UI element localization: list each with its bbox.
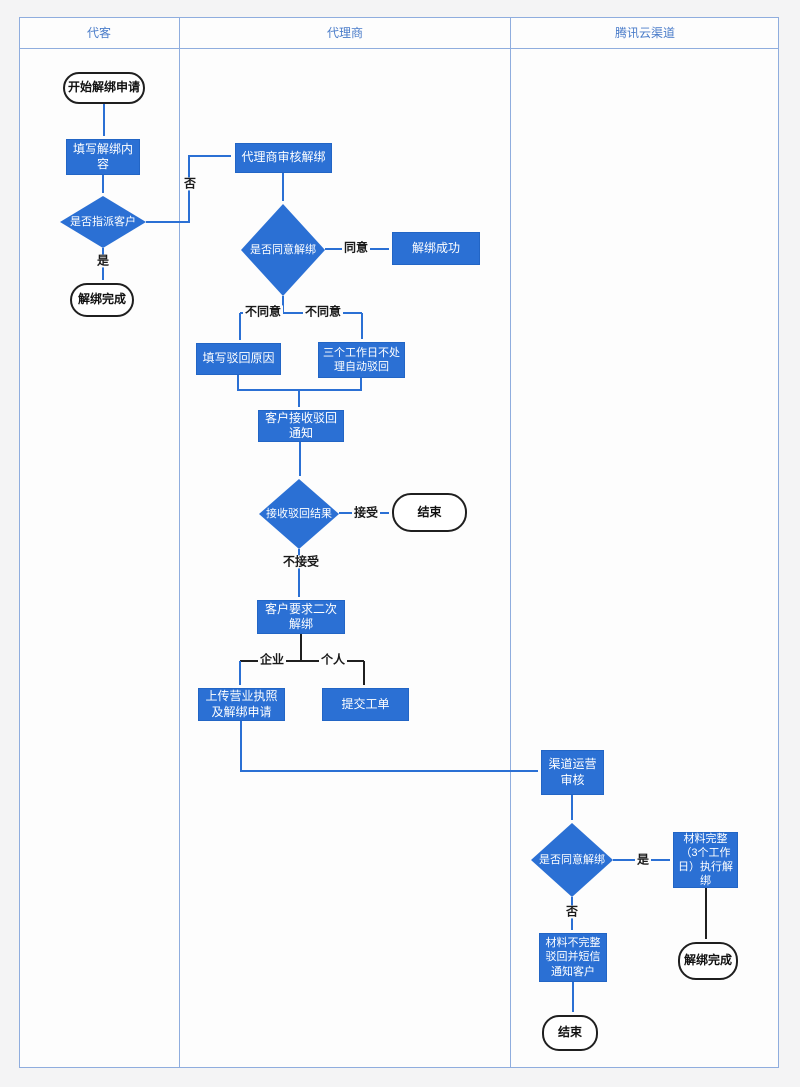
edge-label-personal: 个人 (318, 652, 348, 667)
edge-label-disagree-right: 不同意 (302, 304, 344, 319)
lane-header-row: 代客 代理商 腾讯云渠道 (19, 17, 779, 49)
edge-label-no-1: 否 (181, 176, 199, 191)
lane-divider-2 (510, 49, 511, 1068)
edge-label-yes-2: 是 (634, 852, 652, 867)
process-upload-license: 上传营业执照及解绑申请 (198, 688, 285, 721)
edge-label-disagree-left: 不同意 (242, 304, 284, 319)
process-unbind-success: 解绑成功 (392, 232, 480, 265)
terminal-end-2: 结束 (542, 1015, 598, 1051)
process-channel-review: 渠道运营审核 (541, 750, 604, 795)
process-submit-ticket: 提交工单 (322, 688, 409, 721)
process-second-unbind: 客户要求二次解绑 (257, 600, 345, 634)
lane-title-agent: 代理商 (179, 17, 510, 48)
process-auto-reject: 三个工作日不处理自动驳回 (318, 342, 405, 378)
edge-label-no-2: 否 (563, 904, 581, 919)
process-material-incomplete: 材料不完整驳回并短信通知客户 (539, 933, 607, 982)
terminal-unbind-done-2: 解绑完成 (678, 942, 738, 980)
process-agent-review: 代理商审核解绑 (235, 143, 332, 173)
lane-divider-1 (179, 49, 180, 1068)
edge-label-not-accept: 不接受 (280, 554, 322, 569)
process-receive-notice: 客户接收驳回通知 (258, 410, 344, 442)
process-fill-reject-reason: 填写驳回原因 (196, 343, 281, 375)
lane-title-tencent-channel: 腾讯云渠道 (510, 17, 779, 48)
edge-label-agree: 同意 (341, 240, 371, 255)
swimlane-frame (19, 17, 779, 1068)
edge-label-yes-1: 是 (94, 253, 112, 268)
process-fill-unbind: 填写解绑内容 (66, 139, 140, 175)
terminal-end-1: 结束 (392, 493, 467, 532)
lane-title-daike: 代客 (86, 26, 111, 40)
edge-label-accept: 接受 (351, 505, 381, 520)
edge-label-enterprise: 企业 (257, 652, 287, 667)
terminal-unbind-done-1: 解绑完成 (70, 283, 134, 317)
start-terminal: 开始解绑申请 (63, 72, 145, 104)
process-material-complete: 材料完整（3个工作日）执行解绑 (673, 832, 738, 888)
